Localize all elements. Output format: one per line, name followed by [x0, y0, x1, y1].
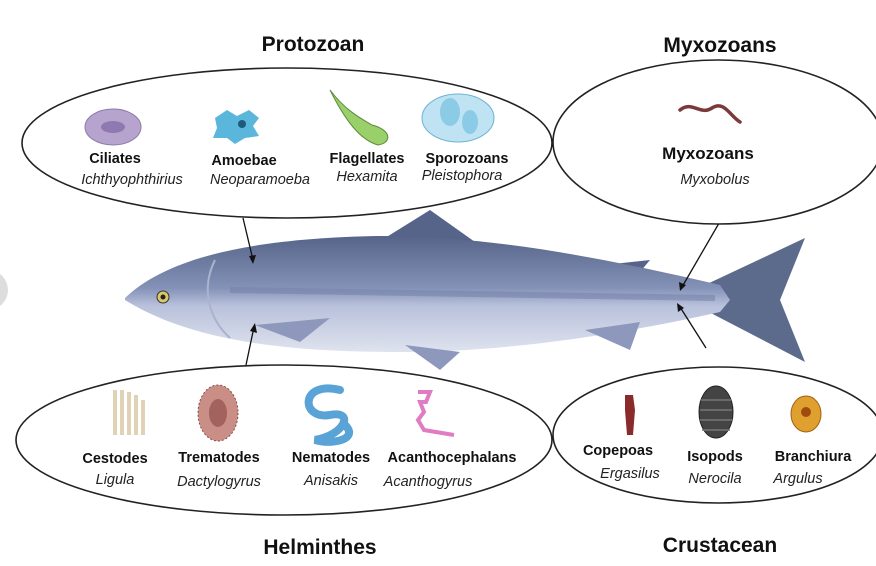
- label-trematodes: Trematodes: [178, 450, 259, 466]
- lateral-line: [229, 287, 716, 301]
- genus-dactylogyrus: Dactylogyrus: [177, 474, 261, 490]
- pelvic-fin: [405, 345, 460, 370]
- protozoan-title: Protozoan: [262, 33, 365, 56]
- label-ciliates: Ciliates: [89, 151, 141, 167]
- myxozoans-ellipse: [552, 59, 876, 225]
- genus-pleistophora: Pleistophora: [422, 168, 503, 184]
- label-acanthocephalans: Acanthocephalans: [388, 450, 517, 466]
- label-flagellates: Flagellates: [330, 151, 405, 167]
- protozoan-ellipse: [21, 67, 553, 219]
- isopod-icon: [698, 385, 734, 439]
- genus-ichthyophthirius: Ichthyophthirius: [81, 172, 183, 188]
- pectoral-fin: [255, 318, 330, 342]
- myxozoan-worm-icon: [678, 104, 742, 124]
- genus-anisakis: Anisakis: [303, 473, 358, 489]
- label-sporozoans: Sporozoans: [426, 151, 509, 167]
- cestode-icon: [113, 390, 145, 435]
- helminthes-title: Helminthes: [263, 536, 376, 559]
- myxozoans-title: Myxozoans: [663, 34, 776, 57]
- label-branchiura: Branchiura: [775, 449, 852, 465]
- genus-hexamita: Hexamita: [336, 169, 397, 185]
- tail-fin: [705, 238, 805, 362]
- label-myxozoans: Myxozoans: [662, 144, 754, 163]
- edge-shape: [0, 274, 8, 306]
- flagellate-icon: [329, 89, 389, 146]
- helminthes-ellipse: [15, 364, 553, 516]
- helminthes-group: Cestodes Ligula Trematodes Dactylogyrus …: [15, 364, 553, 559]
- label-nematodes: Nematodes: [292, 450, 370, 466]
- label-amoebae: Amoebae: [211, 153, 276, 169]
- acanthocephalan-icon: [415, 390, 455, 437]
- label-isopods: Isopods: [687, 449, 743, 465]
- genus-nerocila: Nerocila: [688, 471, 741, 487]
- nematode-icon: [304, 384, 353, 446]
- copepod-icon: [625, 395, 635, 435]
- genus-myxobolus: Myxobolus: [680, 172, 749, 188]
- label-cestodes: Cestodes: [82, 451, 147, 467]
- dorsal-fin: [385, 210, 475, 242]
- genus-ergasilus: Ergasilus: [600, 466, 660, 482]
- genus-acanthogyrus: Acanthogyrus: [383, 474, 473, 490]
- genus-ligula: Ligula: [96, 472, 135, 488]
- crustacean-group: Copepoas Ergasilus Isopods Nerocila Bran…: [552, 366, 876, 557]
- salmon-fish-illustration: [125, 210, 805, 370]
- myxozoans-group: Myxozoans Myxozoans Myxobolus: [552, 34, 876, 225]
- amoeba-icon: [213, 110, 259, 144]
- label-copepoas: Copepoas: [583, 443, 653, 459]
- arrows: [242, 217, 723, 366]
- anal-fin: [585, 322, 640, 350]
- genus-neoparamoeba: Neoparamoeba: [210, 172, 310, 188]
- crustacean-title: Crustacean: [663, 534, 777, 557]
- genus-argulus: Argulus: [772, 471, 822, 487]
- protozoan-group: Protozoan Ciliates Ichthyophthirius Amoe…: [21, 33, 553, 219]
